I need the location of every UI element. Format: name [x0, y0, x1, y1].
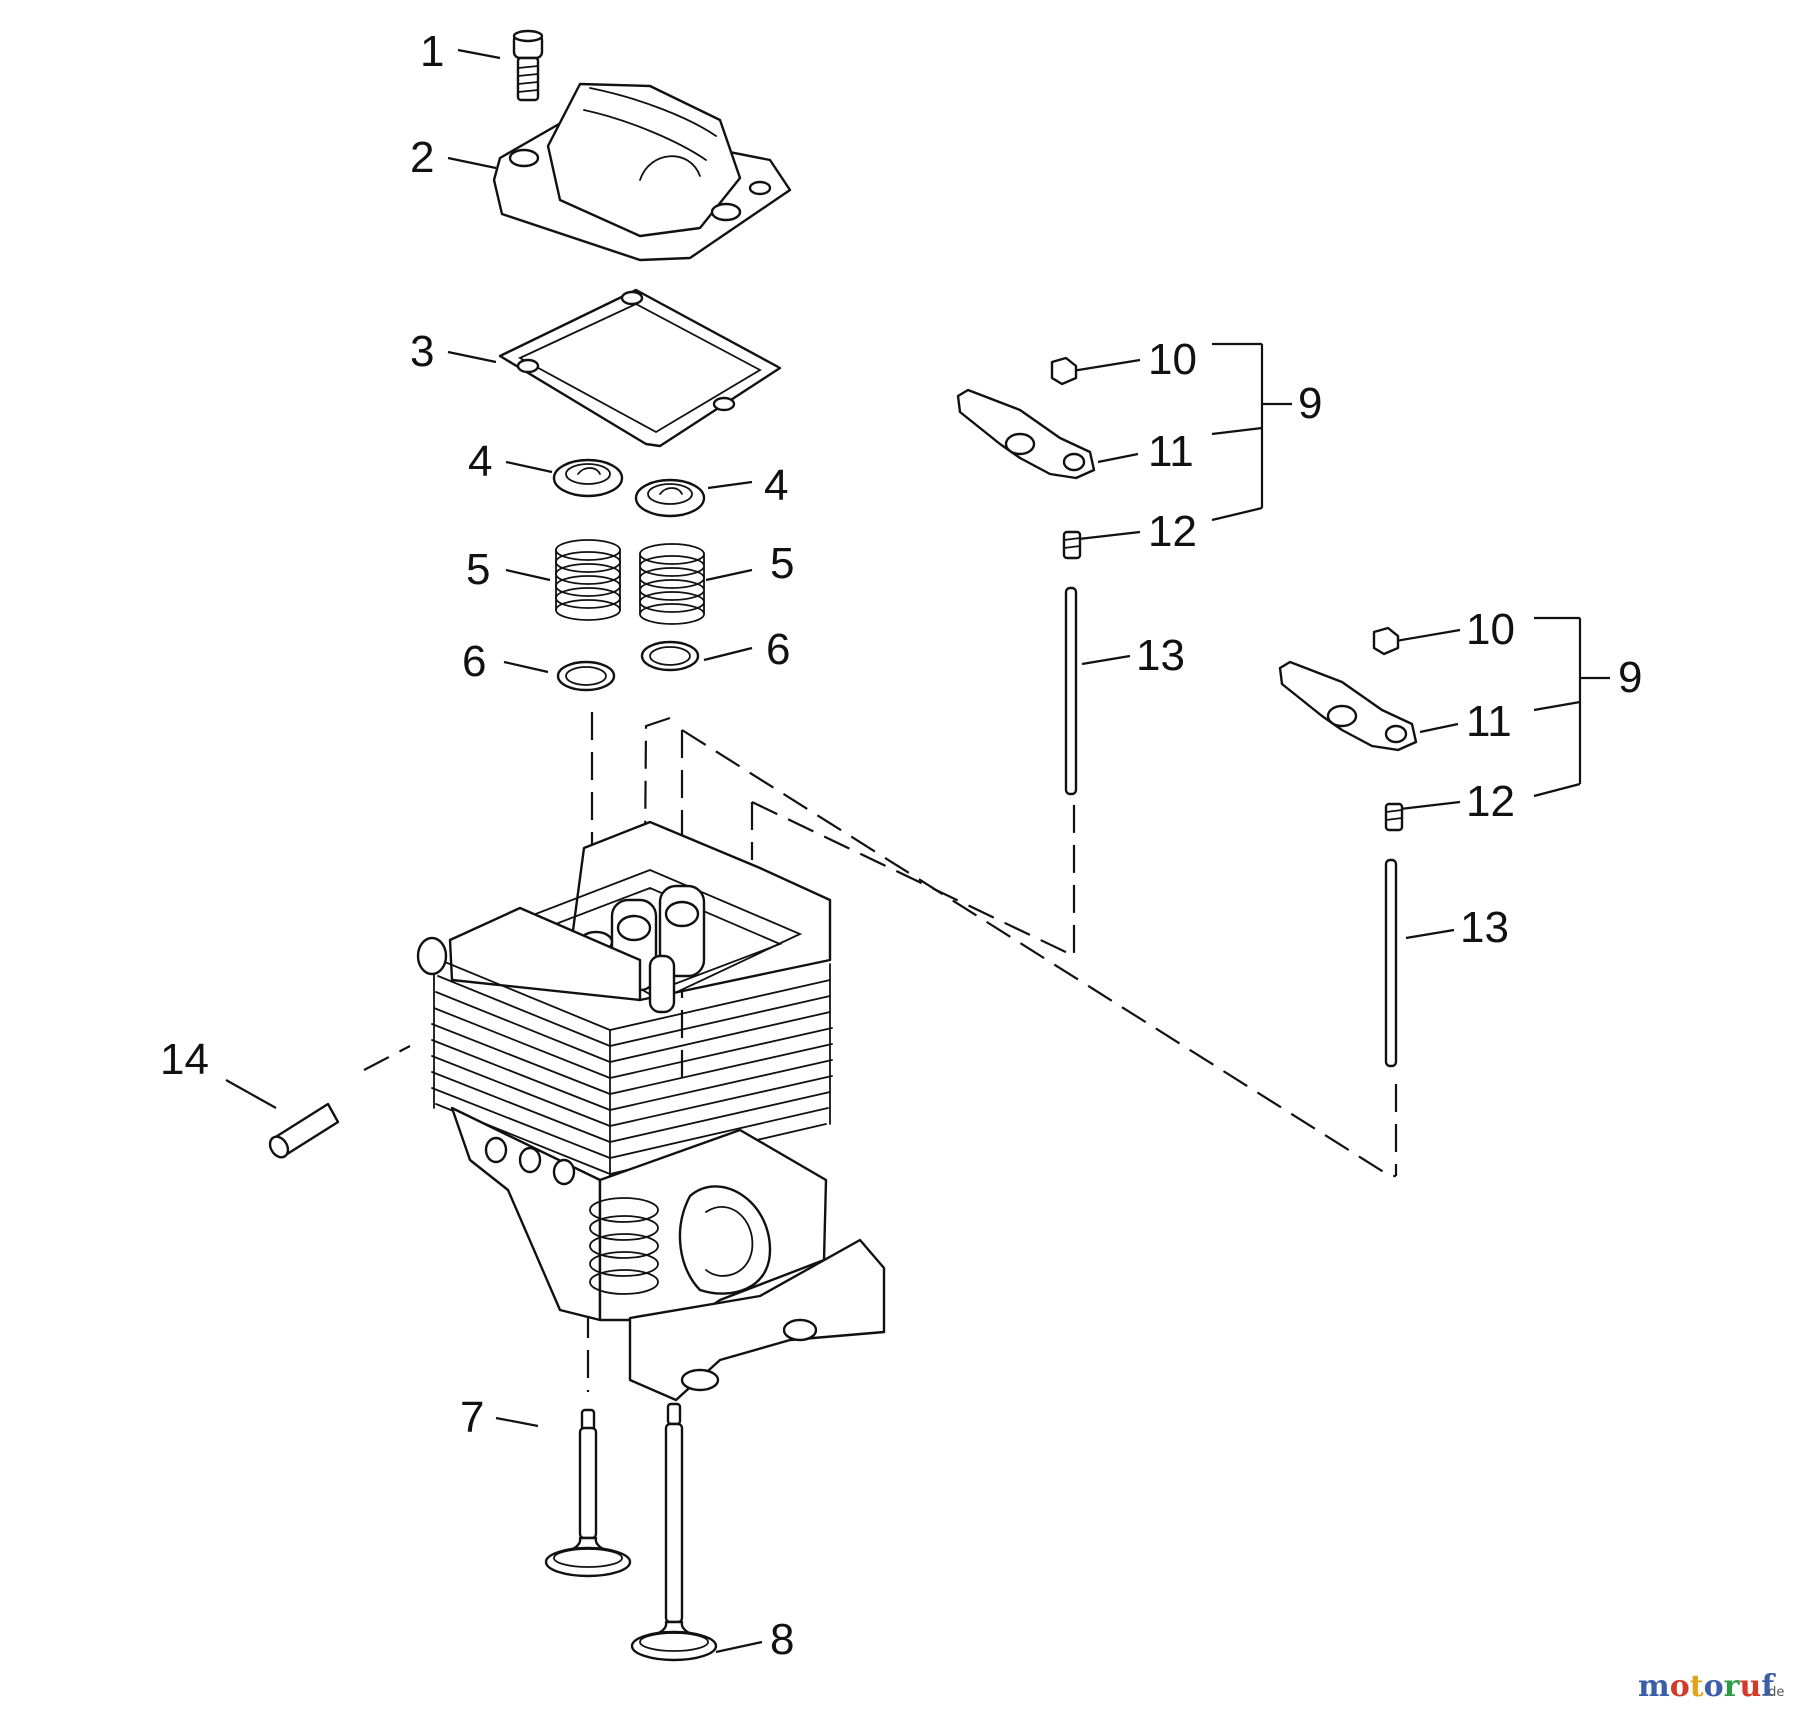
dowel-pin-part — [268, 1102, 340, 1159]
callout-11-b: 11 — [1466, 697, 1512, 746]
callout-12-b: 12 — [1466, 777, 1515, 826]
leader-lines — [225, 48, 1610, 1654]
exhaust-valve-part — [630, 1402, 718, 1662]
watermark-suffix: .de — [1764, 1685, 1784, 1700]
callout-9-a: 9 — [1298, 379, 1322, 428]
callout-14: 14 — [160, 1035, 209, 1084]
callout-2: 2 — [410, 133, 434, 182]
gasket-part — [498, 288, 782, 448]
callout-8: 8 — [770, 1615, 794, 1664]
callout-7: 7 — [460, 1393, 484, 1442]
spring-parts — [555, 539, 705, 625]
callout-6-right: 6 — [766, 625, 790, 674]
cylinder-head-part — [416, 820, 886, 1402]
rocker-arm-group-b — [1278, 626, 1418, 1068]
callout-9-b: 9 — [1618, 653, 1642, 702]
callout-4-right: 4 — [764, 461, 788, 510]
callout-11-a: 11 — [1148, 427, 1194, 476]
watermark-logo: motoruf .de — [1638, 1669, 1784, 1704]
watermark-text: motoruf — [1638, 1669, 1776, 1704]
valve-cover-part — [492, 82, 792, 262]
retainer-parts — [552, 458, 706, 518]
bolt-part — [512, 29, 544, 102]
callout-12-a: 12 — [1148, 507, 1197, 556]
callout-10-b: 10 — [1466, 605, 1515, 654]
callout-4-left: 4 — [468, 437, 492, 486]
intake-valve-part — [544, 1408, 632, 1578]
callout-1: 1 — [420, 27, 444, 76]
callout-13-b: 13 — [1460, 903, 1509, 952]
rocker-arm-group-a — [956, 356, 1096, 796]
callout-3: 3 — [410, 327, 434, 376]
callout-13-a: 13 — [1136, 631, 1185, 680]
callout-5-right: 5 — [770, 539, 794, 588]
callout-10-a: 10 — [1148, 335, 1197, 384]
callout-5-left: 5 — [466, 545, 490, 594]
washer-parts — [556, 640, 700, 692]
callout-6-left: 6 — [462, 637, 486, 686]
callout-labels: 1 2 3 4 4 5 5 6 6 7 8 9 10 11 12 13 9 10… — [160, 27, 1642, 1664]
